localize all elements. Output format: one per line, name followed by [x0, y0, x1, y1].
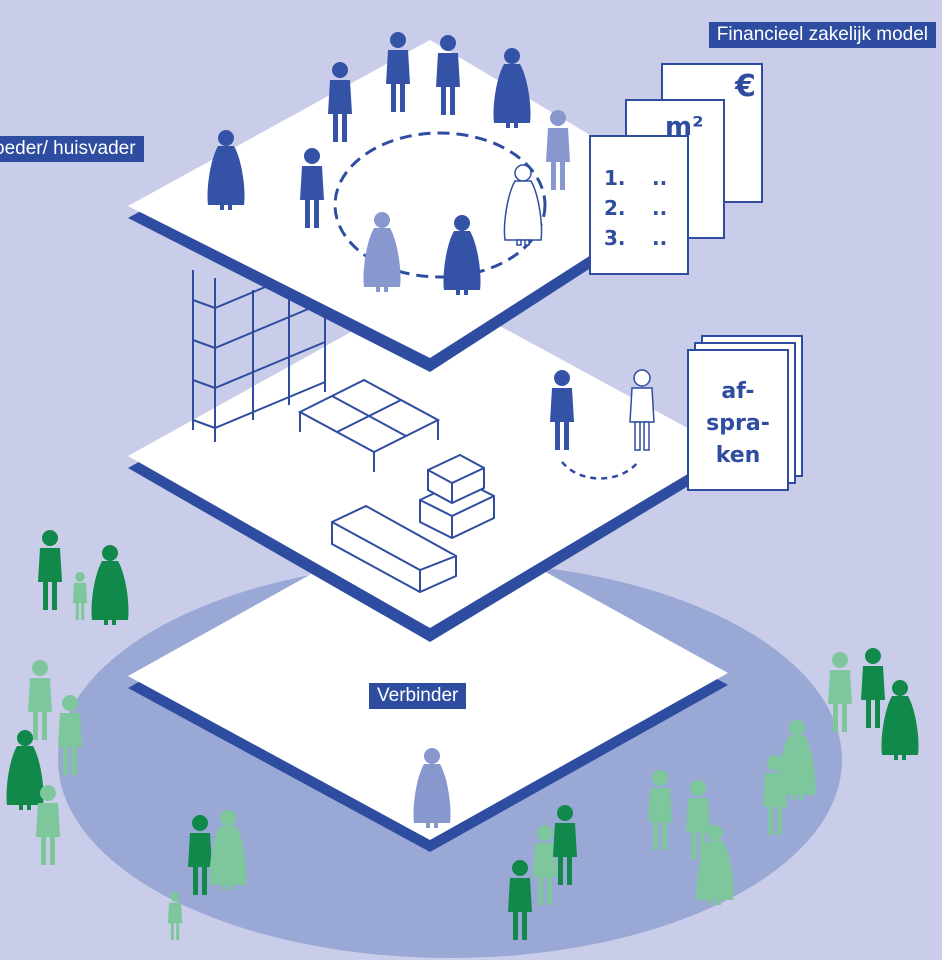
svg-text:..: ..	[652, 166, 667, 190]
svg-text:2.: 2.	[604, 196, 626, 220]
svg-text:3.: 3.	[604, 226, 626, 250]
svg-text:..: ..	[652, 226, 667, 250]
meeting-circle	[333, 131, 547, 279]
svg-text:€: €	[734, 69, 756, 104]
svg-text:ken: ken	[716, 443, 761, 468]
bench	[331, 504, 457, 594]
svg-text:af-: af-	[721, 379, 754, 404]
tables	[297, 378, 441, 472]
svg-text:..: ..	[652, 196, 667, 220]
document-list: 1. 2. 3. .. .. ..	[589, 135, 689, 275]
label-financieel-model: Financieel zakelijk model	[708, 22, 936, 48]
boxes	[419, 453, 495, 540]
svg-text:spra-: spra-	[706, 411, 770, 436]
label-beheerder: oeder/ huisvader	[0, 136, 144, 162]
svg-text:1.: 1.	[604, 166, 626, 190]
label-verbinder: Verbinder	[369, 683, 467, 709]
document-agreements: af- spra- ken	[687, 335, 803, 491]
